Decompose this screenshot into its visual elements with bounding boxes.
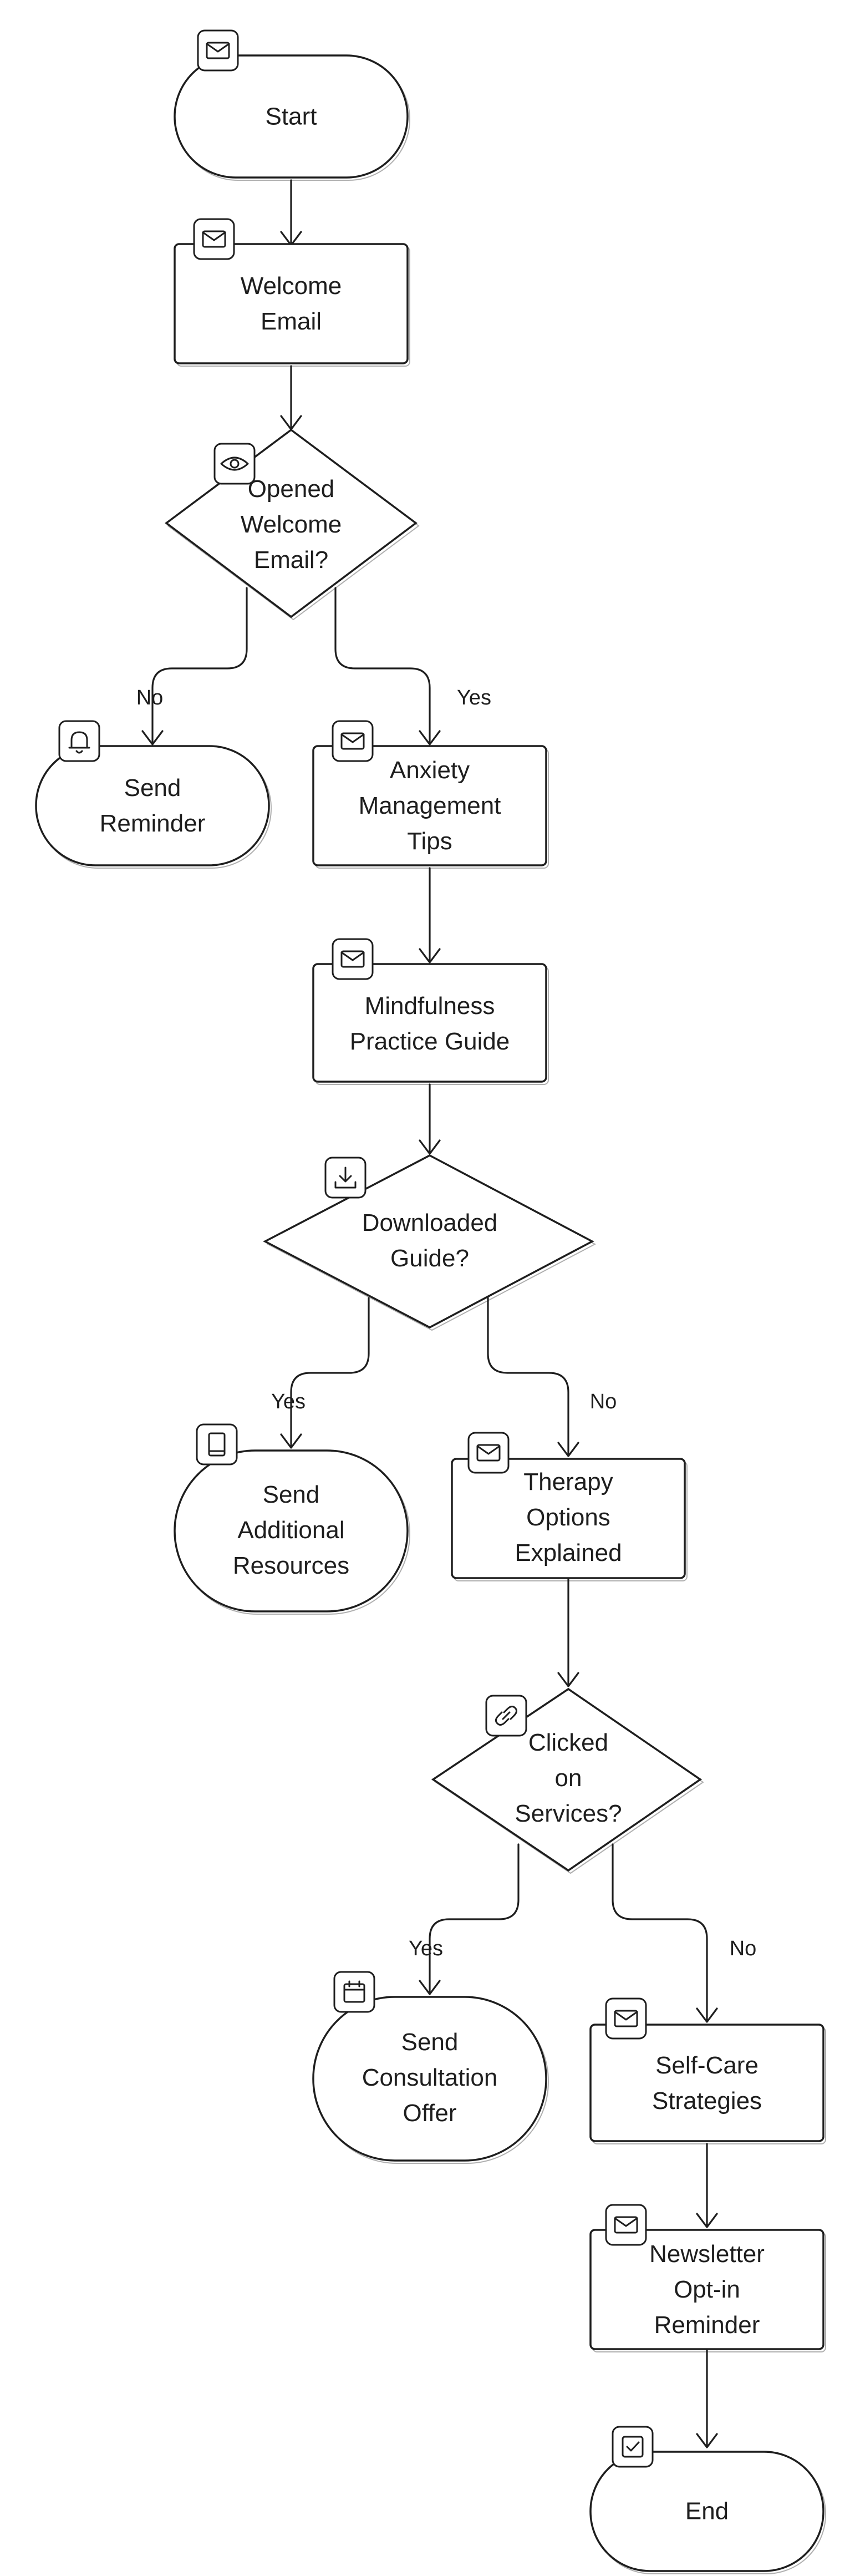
bell-icon	[58, 720, 100, 762]
edge-mindfulness-to-downloaded	[419, 1083, 441, 1155]
edge-start-to-welcome	[280, 179, 302, 246]
link-icon	[485, 1695, 527, 1737]
node-label-end: End	[685, 2498, 729, 2525]
edge-label-downloaded-yes: Yes	[271, 1390, 306, 1413]
edge-label-clicked-yes: Yes	[409, 1937, 443, 1960]
edge-newsletter-to-end	[696, 2348, 718, 2448]
edge-label-opened-yes: Yes	[457, 686, 491, 709]
edges: No Yes Yes No	[136, 179, 757, 2448]
node-label-start: Start	[266, 103, 317, 130]
node-end: End	[589, 2426, 826, 2574]
edge-clicked-to-consultation: Yes	[409, 1843, 520, 1995]
edge-opened-to-reminder: No	[136, 587, 248, 746]
book-icon	[196, 1423, 238, 1466]
edge-therapy-to-clicked	[557, 1577, 579, 1687]
edge-label-downloaded-no: No	[590, 1390, 617, 1413]
edge-welcome-to-opened	[280, 365, 302, 430]
edge-label-opened-no: No	[136, 686, 164, 709]
edge-selfcare-to-newsletter	[696, 2143, 718, 2228]
download-icon	[324, 1157, 367, 1199]
checkbox-icon	[612, 2426, 654, 2468]
edge-anxiety-to-mindfulness	[419, 867, 441, 964]
edge-opened-to-anxiety: Yes	[334, 587, 491, 746]
mail-icon	[605, 1997, 647, 2040]
mail-icon	[605, 2204, 647, 2246]
mail-icon	[332, 938, 374, 980]
edge-downloaded-to-resources: Yes	[271, 1297, 370, 1449]
mail-icon	[193, 218, 235, 260]
edge-label-clicked-no: No	[730, 1937, 757, 1960]
mail-icon	[197, 29, 239, 72]
mail-icon	[467, 1432, 510, 1474]
eye-icon	[213, 443, 256, 485]
mail-icon	[332, 720, 374, 762]
node-start: Start	[174, 29, 410, 181]
edge-clicked-to-selfcare: No	[612, 1843, 757, 2023]
edge-downloaded-to-therapy: No	[487, 1297, 617, 1457]
calendar-icon	[333, 1971, 375, 2013]
